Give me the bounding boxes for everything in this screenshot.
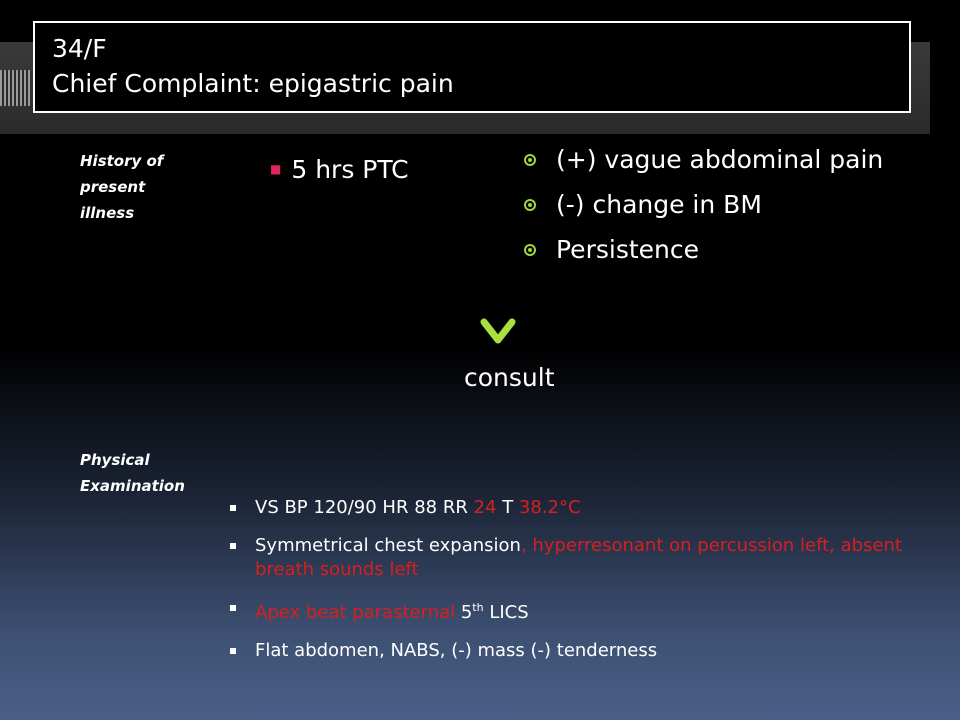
- square-bullet-icon: ■: [270, 162, 282, 176]
- chief-complaint: Chief Complaint: epigastric pain: [52, 69, 454, 98]
- list-item: (-) change in BM: [524, 189, 883, 221]
- onset-item: ■ 5 hrs PTC: [270, 152, 409, 192]
- patient-info: 34/F: [52, 34, 107, 63]
- circle-bullet-icon: [524, 244, 536, 256]
- title-box: 34/F Chief Complaint: epigastric pain: [33, 21, 911, 113]
- pe-findings: VS BP 120/90 HR 88 RR 24 T 38.2°C Symmet…: [230, 496, 930, 677]
- circle-bullet-icon: [524, 154, 536, 166]
- hpi-findings: (+) vague abdominal pain (-) change in B…: [524, 144, 883, 279]
- down-arrow-icon: [480, 150, 516, 344]
- list-item: Persistence: [524, 234, 883, 266]
- header-stripes: [0, 70, 30, 106]
- square-bullet-icon: [230, 648, 236, 654]
- list-item: (+) vague abdominal pain: [524, 144, 883, 176]
- square-bullet-icon: [230, 505, 236, 511]
- chest-item: Symmetrical chest expansion, hyperresona…: [230, 534, 930, 582]
- circle-bullet-icon: [524, 199, 536, 211]
- vitals-item: VS BP 120/90 HR 88 RR 24 T 38.2°C: [230, 496, 930, 520]
- square-bullet-icon: [230, 605, 236, 611]
- pe-label: Physical Examination: [80, 451, 185, 495]
- square-bullet-icon: [230, 543, 236, 549]
- apex-item: Apex beat parasternal 5th LICS: [230, 596, 930, 625]
- onset-text: 5 hrs PTC: [291, 155, 409, 184]
- consult-text: consult: [464, 363, 555, 392]
- hpi-label: History of present illness: [80, 152, 164, 222]
- abdomen-item: Flat abdomen, NABS, (-) mass (-) tendern…: [230, 639, 930, 663]
